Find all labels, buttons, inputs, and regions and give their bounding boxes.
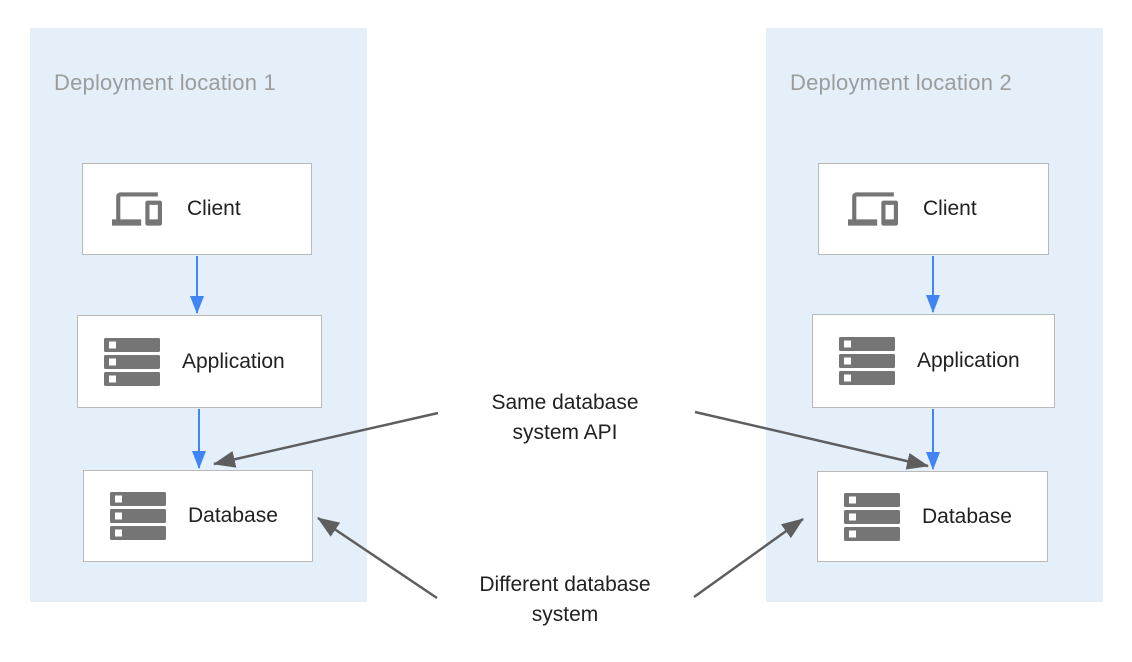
database-node-2: Database [817, 471, 1048, 562]
node-label: Application [182, 349, 285, 373]
deployment-panel-2: Deployment location 2 Client [766, 28, 1103, 602]
devices-icon [845, 184, 901, 234]
annotation-same-database-api: Same database system API [435, 388, 695, 448]
node-label: Client [923, 197, 977, 220]
annotation-line: system API [512, 421, 618, 444]
client-node-1: Client [82, 163, 312, 255]
node-label: Database [922, 504, 1012, 528]
annotation-line: Same database [491, 391, 639, 414]
panel-title-1: Deployment location 1 [54, 70, 276, 95]
annotation-line: Different database [479, 573, 651, 596]
deployment-panel-1: Deployment location 1 Client [30, 28, 367, 602]
application-node-2: Application [812, 314, 1055, 408]
database-node-1: Database [83, 470, 313, 562]
server-stack-icon [844, 492, 900, 541]
server-stack-icon [104, 337, 160, 386]
server-stack-icon [110, 492, 166, 540]
application-node-1: Application [77, 315, 322, 408]
server-stack-icon [839, 337, 895, 385]
node-label: Application [917, 349, 1020, 372]
client-node-2: Client [818, 163, 1049, 255]
panel-title-2: Deployment location 2 [790, 70, 1012, 95]
node-label: Database [188, 504, 278, 527]
node-label: Client [187, 197, 241, 220]
devices-icon [109, 184, 165, 234]
annotation-line: system [531, 603, 599, 626]
annotation-different-database-system: Different database system [435, 570, 695, 630]
